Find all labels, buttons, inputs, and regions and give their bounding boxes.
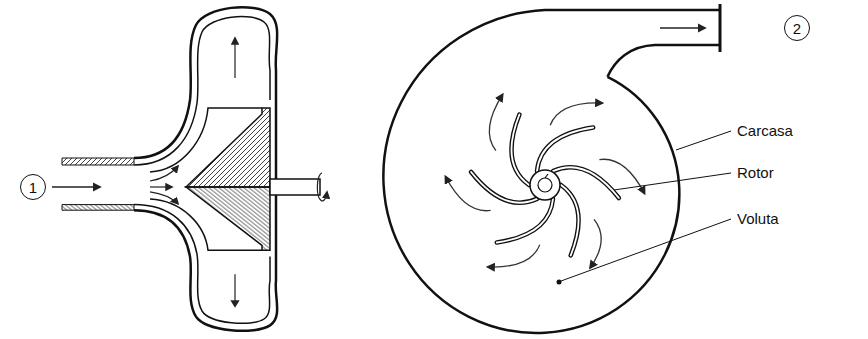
rotor-blades bbox=[537, 128, 593, 172]
rotor-blades bbox=[497, 199, 553, 243]
rotor-blades bbox=[538, 178, 552, 192]
part-label: Rotor bbox=[737, 164, 774, 182]
rotor-blades bbox=[497, 199, 553, 243]
rotor-blades bbox=[537, 128, 593, 172]
rotor-blades bbox=[553, 167, 619, 198]
rotor-blades bbox=[545, 174, 548, 178]
leader-lines bbox=[561, 219, 731, 281]
part-label: Carcasa bbox=[737, 122, 793, 140]
flow-arrows bbox=[445, 94, 644, 268]
shaft bbox=[270, 173, 327, 201]
pump-section bbox=[150, 166, 178, 181]
inlet-arrow bbox=[52, 186, 100, 187]
part-label: Voluta bbox=[737, 210, 779, 228]
rotor-blades bbox=[530, 170, 560, 200]
rotor-blades bbox=[471, 115, 619, 256]
inlet-arrow bbox=[150, 186, 172, 187]
rotor-blades bbox=[511, 115, 529, 186]
rotor-blades bbox=[471, 115, 619, 256]
volute-casing bbox=[660, 27, 705, 28]
leader-lines bbox=[557, 280, 562, 285]
pump-section bbox=[62, 158, 134, 165]
volute-casing bbox=[608, 45, 721, 77]
volute-casing bbox=[719, 4, 722, 52]
rotor-blades bbox=[471, 172, 537, 203]
pump-section bbox=[62, 7, 277, 187]
flow-arrows bbox=[488, 245, 540, 267]
rotor-blades bbox=[561, 185, 579, 256]
flow-arrows bbox=[489, 94, 502, 150]
leader-lines bbox=[614, 173, 731, 190]
pump-section bbox=[234, 38, 235, 78]
rotor-blades bbox=[561, 185, 579, 256]
shaft bbox=[317, 173, 327, 201]
pump-section bbox=[62, 187, 277, 331]
rotor-blades bbox=[511, 115, 529, 186]
rotor-blades bbox=[471, 172, 537, 203]
rotor-blades bbox=[553, 167, 619, 198]
flow-arrows bbox=[550, 103, 602, 125]
flow-arrows bbox=[590, 219, 601, 268]
flow-arrows bbox=[445, 176, 490, 210]
leader-lines bbox=[557, 131, 732, 285]
shaft bbox=[270, 179, 320, 195]
callout-number: 1 bbox=[20, 174, 46, 200]
pump-section bbox=[186, 108, 270, 187]
inlet-arrow bbox=[52, 187, 172, 188]
volute-casing bbox=[383, 10, 720, 333]
callout-number: 2 bbox=[784, 15, 810, 41]
volute-casing bbox=[383, 4, 720, 333]
rotor-blades bbox=[471, 115, 619, 256]
leader-lines bbox=[676, 131, 731, 150]
